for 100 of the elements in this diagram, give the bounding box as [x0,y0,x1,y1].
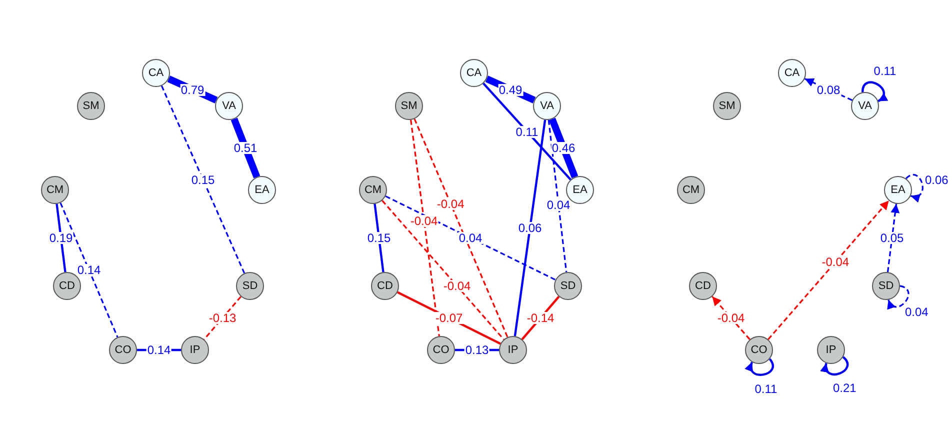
connector-line [410,120,440,336]
node-label: SM [718,100,736,112]
node-label: CD [695,280,711,292]
node-label: CD [377,280,393,292]
node-circle [745,336,773,364]
edge-label: 0.51 [232,142,258,154]
node-circle [533,92,561,120]
node-label: CA [148,68,164,78]
node-circle [554,272,582,300]
edge-label: -0.04 [820,256,850,268]
node-circle [248,176,276,204]
node-circle [499,336,527,364]
node-label: CO [432,344,450,356]
edge-label: 0.05 [879,232,905,244]
node-label: CO [750,344,768,356]
node-label: SM [400,100,418,112]
edge-label: 0.14 [76,264,102,276]
connector-line [204,296,242,340]
connector-line [414,118,508,338]
node-circle [884,176,912,204]
edge-label: 0.13 [464,344,490,356]
arrow [861,81,888,102]
edge-label: 0.19 [48,232,74,244]
edge-label: 0.08 [816,84,842,96]
node-circle [778,59,806,87]
node-circle [181,336,209,364]
node-label: IP [190,344,200,356]
edge-label: 0.11 [514,126,540,138]
edge-label: -0.04 [716,312,746,324]
node-label: CD [59,280,75,292]
node-label: EA [254,184,270,196]
edge-label: 0.15 [190,174,216,186]
edge-label: 0.49 [498,84,524,96]
node-label: CA [784,68,800,78]
edge-label: -0.13 [208,312,238,324]
edge-label: 0.06 [517,222,543,234]
arrow [821,356,849,376]
arrow [746,358,774,376]
edge-label: 0.04 [904,306,930,318]
edge-label: 0.15 [366,232,392,244]
node-label: SD [878,280,894,292]
node-circle [689,272,717,300]
node-circle [77,92,105,120]
node-label: SM [82,100,100,112]
edge-label: -0.07 [434,312,464,324]
edge-label: 0.79 [180,84,206,96]
connector-line [548,120,568,272]
edge-label: -0.04 [409,214,439,227]
node-label: SD [242,280,258,292]
edge-label: 0.06 [924,174,950,186]
node-label: IP [826,344,836,356]
node-label: EA [890,184,906,196]
node-label: VA [222,100,236,112]
edge-label: 0.04 [458,232,484,244]
edge-label: -0.04 [436,198,466,210]
connector-line [548,118,578,178]
edge-label: -0.04 [442,280,472,292]
connector-line [514,120,546,336]
edge-label: 0.11 [872,65,898,78]
node-circle [236,272,264,300]
node-label: CM [46,184,64,196]
connector-line [60,202,118,338]
node-circle [713,92,741,120]
connector-line [382,200,504,340]
node-label: SD [560,280,576,292]
node-circle [851,92,879,120]
arrow [712,296,750,340]
arrow [888,285,910,310]
node-circle [395,92,423,120]
node-circle [872,272,900,300]
edge-label: 0.04 [546,199,572,211]
connector-line [160,85,246,274]
node-label: IP [508,344,518,356]
node-circle [371,272,399,300]
node-circle [817,336,845,364]
node-label: CA [466,68,482,78]
arrow [886,204,900,272]
edge-label: -0.14 [526,312,556,324]
node-circle [142,59,170,87]
node-circle [427,336,455,364]
connector-line [230,118,260,178]
node-circle [460,59,488,87]
node-label: CM [364,184,382,196]
node-label: CM [682,184,700,196]
node-circle [109,336,137,364]
edge-label: 0.14 [146,344,172,356]
node-circle [359,176,387,204]
node-circle [215,92,243,120]
node-label: CO [114,344,132,356]
node-circle [41,176,69,204]
node-label: EA [572,184,588,196]
node-circle [677,176,705,204]
edge-label: 0.21 [832,382,858,394]
arrow [768,200,890,340]
node-label: VA [858,100,872,112]
node-label: VA [540,100,554,112]
arrow [906,174,924,202]
connector-line [482,82,572,180]
edge-label: 0.11 [754,383,778,396]
edge-label: 0.46 [550,142,576,154]
